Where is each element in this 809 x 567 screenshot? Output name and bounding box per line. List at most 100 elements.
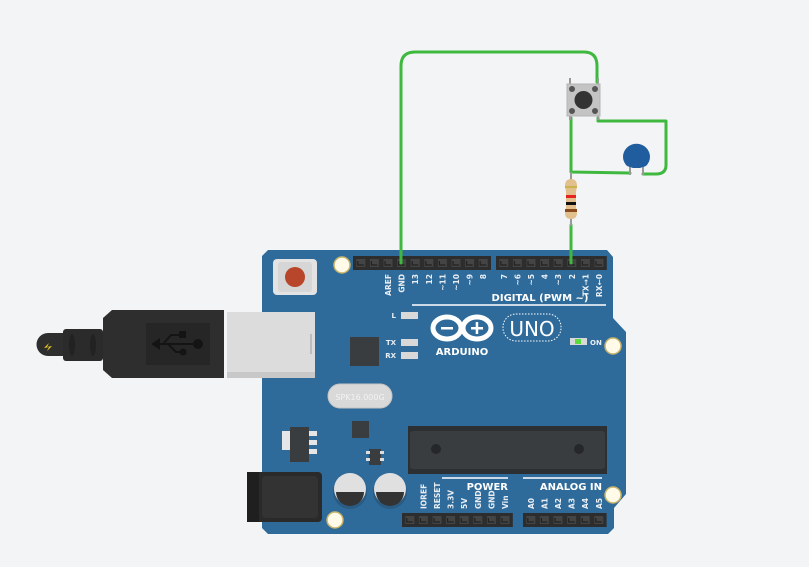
pin-label: ~11	[438, 274, 447, 291]
voltage-regulator	[282, 427, 317, 462]
header-pin[interactable]	[539, 516, 549, 524]
header-pin[interactable]	[356, 259, 366, 267]
header-pin[interactable]	[512, 259, 522, 267]
pin-label: 7	[500, 274, 509, 279]
header-pin[interactable]	[432, 516, 442, 524]
wire-button-to-resistor[interactable]	[569, 116, 632, 175]
pin-label: 4	[541, 274, 550, 279]
header-pin[interactable]	[369, 259, 379, 267]
push-button[interactable]	[566, 78, 601, 120]
header-pin[interactable]	[405, 516, 415, 524]
header-pin[interactable]	[446, 516, 456, 524]
pin-label: A0	[527, 498, 536, 509]
header-pin[interactable]	[500, 516, 510, 524]
header-pin[interactable]	[383, 259, 393, 267]
usb-chip	[350, 337, 379, 366]
power-header	[402, 513, 513, 527]
pin-label: 13	[411, 274, 420, 284]
small-chip	[352, 421, 369, 438]
usb-icon	[151, 331, 203, 356]
pin-label: A3	[568, 498, 577, 509]
pin-label: Vin	[501, 495, 510, 509]
atmega-chip	[408, 426, 607, 474]
transistor	[366, 449, 384, 465]
pin-label: ~5	[527, 274, 536, 286]
header-pin[interactable]	[486, 516, 496, 524]
pin-label: RESET	[433, 482, 442, 509]
pin-label: GND	[487, 490, 496, 509]
header-pin[interactable]	[540, 259, 550, 267]
pin-label: ~9	[466, 274, 475, 286]
pin-label: 5V	[460, 498, 469, 509]
header-pin[interactable]	[459, 516, 469, 524]
header-pin[interactable]	[594, 259, 604, 267]
header-pin[interactable]	[567, 516, 577, 524]
ceramic-capacitor[interactable]	[622, 143, 650, 175]
led-l	[401, 312, 418, 319]
analog-label: ANALOG IN	[540, 482, 602, 493]
header-pin[interactable]	[499, 259, 509, 267]
led-l-label: L	[392, 312, 397, 320]
pin-label: 12	[425, 274, 434, 284]
led-rx-label: RX	[385, 352, 396, 360]
power-bolt-icon	[44, 343, 52, 351]
mounting-hole	[604, 337, 622, 355]
crystal-oscillator: SPK16.000G	[327, 383, 393, 409]
header-pin[interactable]	[437, 259, 447, 267]
header-pin[interactable]	[478, 259, 488, 267]
header-pin[interactable]	[473, 516, 483, 524]
header-pin[interactable]	[465, 259, 475, 267]
led-tx	[401, 339, 418, 346]
wire-button-to-capacitor[interactable]	[596, 116, 668, 176]
pin-label: A2	[554, 498, 563, 509]
pin-label: A1	[540, 498, 549, 509]
mounting-hole	[604, 486, 622, 504]
pin-label: 8	[479, 274, 488, 279]
power-label: POWER	[467, 482, 509, 493]
header-pin[interactable]	[451, 259, 461, 267]
pin-label: IOREF	[419, 484, 428, 509]
pin-label: ~10	[452, 274, 461, 291]
pin-label: 3.3V	[447, 490, 456, 509]
header-pin[interactable]	[580, 516, 590, 524]
resistor[interactable]	[565, 172, 577, 226]
usb-cable[interactable]	[36, 310, 316, 378]
digital-header-left	[353, 256, 491, 270]
header-pin[interactable]	[526, 259, 536, 267]
header-pin[interactable]	[580, 259, 590, 267]
header-pin[interactable]	[553, 516, 563, 524]
pin-label: 2	[568, 274, 577, 279]
electrolytic-capacitor	[373, 473, 407, 509]
led-tx-label: TX	[386, 339, 397, 347]
wire-gnd-to-button[interactable]	[399, 50, 599, 265]
header-pin[interactable]	[410, 259, 420, 267]
header-pin[interactable]	[526, 516, 536, 524]
pin-label: AREF	[384, 274, 393, 296]
digital-label: DIGITAL (PWM ~)	[492, 293, 589, 304]
model-label: UNO	[509, 317, 554, 341]
led-rx	[401, 352, 418, 359]
pin-label: ~6	[513, 274, 522, 286]
header-pin[interactable]	[594, 516, 604, 524]
pin-label: GND	[398, 274, 407, 293]
led-on-label: ON	[590, 339, 602, 347]
analog-header	[523, 513, 607, 527]
pin-label: GND	[474, 490, 483, 509]
crystal-label: SPK16.000G	[335, 393, 384, 402]
mounting-hole	[333, 256, 351, 274]
header-pin[interactable]	[418, 516, 428, 524]
digital-header-right	[496, 256, 607, 270]
reset-button[interactable]	[273, 259, 317, 295]
brand-label: ARDUINO	[436, 347, 488, 358]
electrolytic-capacitor	[333, 473, 367, 509]
pin-label: A5	[595, 498, 604, 509]
dc-power-jack[interactable]	[247, 472, 322, 522]
pin-label: RX←0	[595, 274, 604, 297]
pin-label: ~3	[554, 274, 563, 286]
mounting-hole	[326, 511, 344, 529]
arduino-logo: ARDUINO	[430, 314, 494, 358]
header-pin[interactable]	[424, 259, 434, 267]
header-pin[interactable]	[553, 259, 563, 267]
